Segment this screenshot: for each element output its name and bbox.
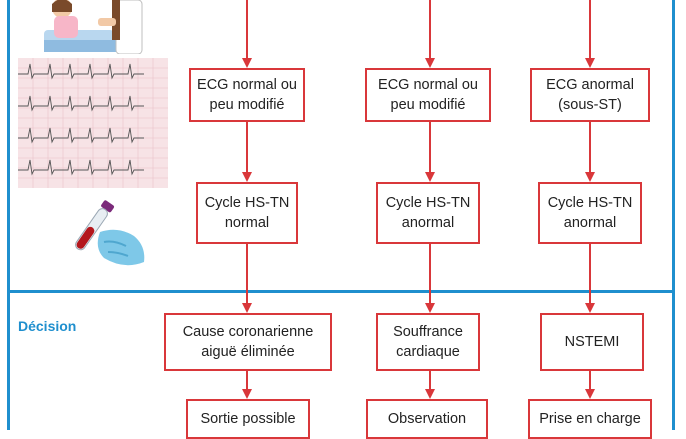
col3-ecg-node: ECG anormal (sous-ST) — [530, 68, 650, 122]
col3-decision-node: NSTEMI — [540, 313, 644, 371]
col1-outcome-node: Sortie possible — [186, 399, 310, 439]
col3-troponin-node: Cycle HS-TN anormal — [538, 182, 642, 244]
col1-ecg-node: ECG normal ou peu modifié — [189, 68, 305, 122]
flowchart-frame: Décision — [0, 0, 686, 430]
col2-decision-node: Souffrance cardiaque — [376, 313, 480, 371]
col3-outcome-node: Prise en charge — [528, 399, 652, 439]
col2-outcome-node: Observation — [366, 399, 488, 439]
col2-ecg-node: ECG normal ou peu modifié — [365, 68, 491, 122]
col1-decision-node: Cause coronarienne aiguë éliminée — [164, 313, 332, 371]
col1-troponin-node: Cycle HS-TN normal — [196, 182, 298, 244]
col2-troponin-node: Cycle HS-TN anormal — [376, 182, 480, 244]
